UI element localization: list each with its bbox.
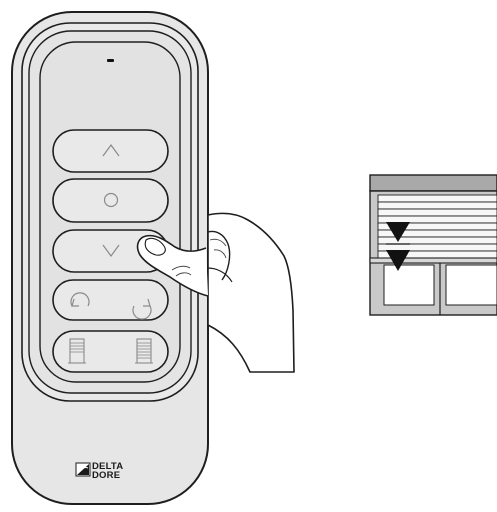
stop-button[interactable]	[52, 178, 169, 223]
shutter-housing	[369, 174, 497, 192]
rotate-buttons[interactable]	[52, 279, 169, 321]
rotate-left-icon[interactable]	[70, 292, 90, 307]
chevron-down-icon	[102, 244, 120, 258]
window-pane-right	[445, 264, 497, 306]
rotate-right-icon[interactable]	[132, 298, 152, 320]
shutter-slat	[377, 215, 497, 224]
down-arrow-icon	[386, 250, 410, 271]
led-indicator	[107, 59, 114, 62]
down-arrow-icon	[386, 222, 410, 242]
shutter-select-buttons[interactable]	[52, 330, 169, 373]
chevron-up-icon	[102, 143, 120, 157]
shutter-slat	[377, 243, 497, 252]
shutter-closed-icon[interactable]	[135, 338, 153, 364]
shutter-half-icon[interactable]	[68, 338, 86, 364]
shutter-slat	[377, 201, 497, 210]
window-illustration	[369, 174, 497, 316]
shutter-slats	[377, 194, 497, 259]
brand-line-2: DORE	[92, 470, 120, 481]
brand-line-1: DELTA	[92, 461, 123, 472]
up-button[interactable]	[52, 129, 169, 173]
delta-dore-logo: DELTA DORE	[75, 461, 123, 481]
window-pane-left	[383, 264, 435, 306]
circle-icon	[103, 192, 119, 208]
shutter-slat	[377, 194, 497, 203]
hand-illustration	[136, 212, 295, 373]
shutter-slat	[377, 208, 497, 217]
